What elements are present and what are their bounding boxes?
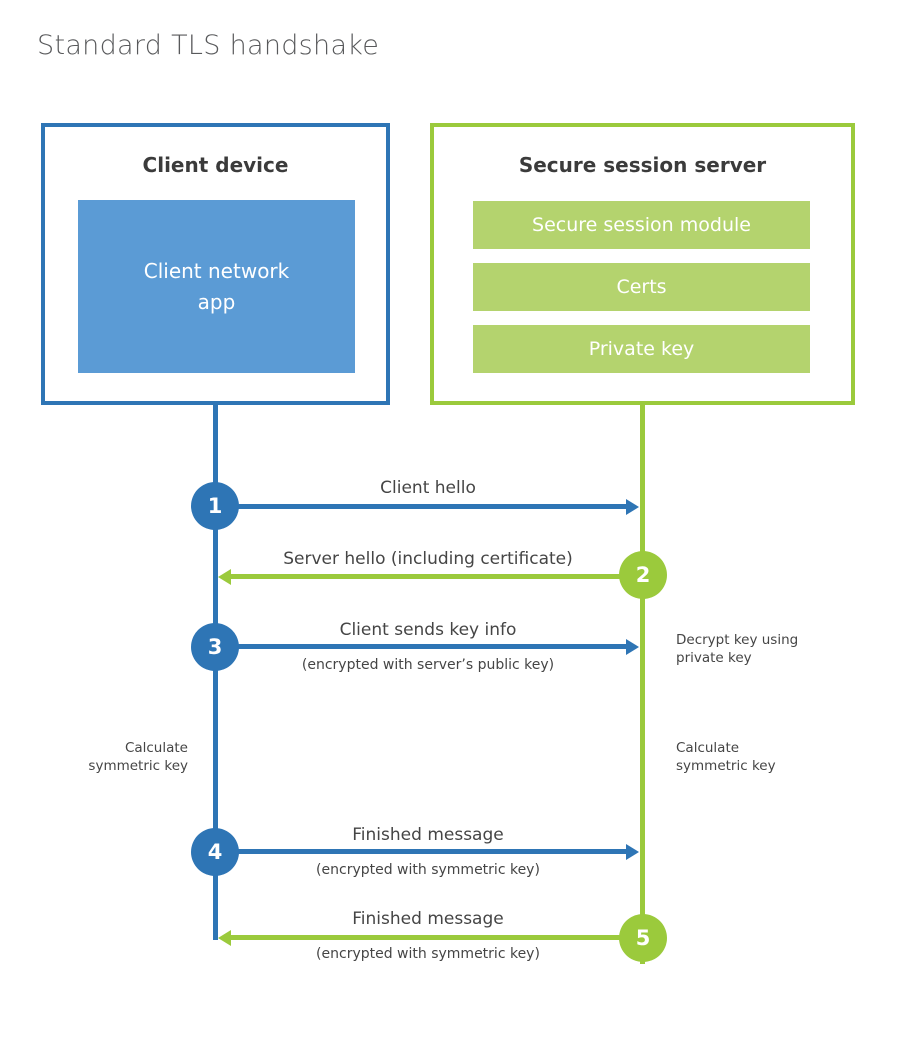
note-decrypt-key: Decrypt key using private key [676, 632, 799, 666]
label-finished-server: Finished message [352, 909, 504, 929]
label-finished-client: Finished message [352, 825, 504, 845]
note-calculate-symmetric-key-server: Calculate symmetric key [676, 740, 776, 774]
arrow-finished-client [216, 843, 639, 860]
step-4-badge: 4 [191, 828, 239, 876]
arrow-finished-server [218, 929, 643, 946]
label-server-hello: Server hello (including certificate) [283, 549, 573, 569]
sublabel-finished-client: (encrypted with symmetric key) [316, 862, 540, 878]
label-client-hello: Client hello [380, 478, 476, 498]
server-module-secure-session-module: Secure session module [473, 201, 810, 249]
arrow-server-hello [218, 568, 643, 585]
label-client-key-info: Client sends key info [339, 620, 517, 640]
server-lifeline [640, 404, 645, 964]
client-lifeline [213, 404, 218, 940]
sublabel-finished-server: (encrypted with symmetric key) [316, 946, 540, 962]
step-1-badge: 1 [191, 482, 239, 530]
note-calculate-symmetric-key-client: Calculate symmetric key [88, 740, 188, 774]
server-module-private-key: Private key [473, 325, 810, 373]
step-3-badge: 3 [191, 623, 239, 671]
step-5-badge: 5 [619, 914, 667, 962]
arrow-client-key-info [216, 638, 639, 655]
client-network-app-box: Client network app [78, 200, 355, 373]
secure-session-server-header: Secure session server [518, 153, 767, 177]
arrow-client-hello [216, 498, 639, 515]
step-2-badge: 2 [619, 551, 667, 599]
client-device-header: Client device [142, 153, 289, 177]
sublabel-client-key-info: (encrypted with server’s public key) [301, 657, 555, 673]
page-title: Standard TLS handshake [37, 30, 380, 61]
server-module-certs: Certs [473, 263, 810, 311]
